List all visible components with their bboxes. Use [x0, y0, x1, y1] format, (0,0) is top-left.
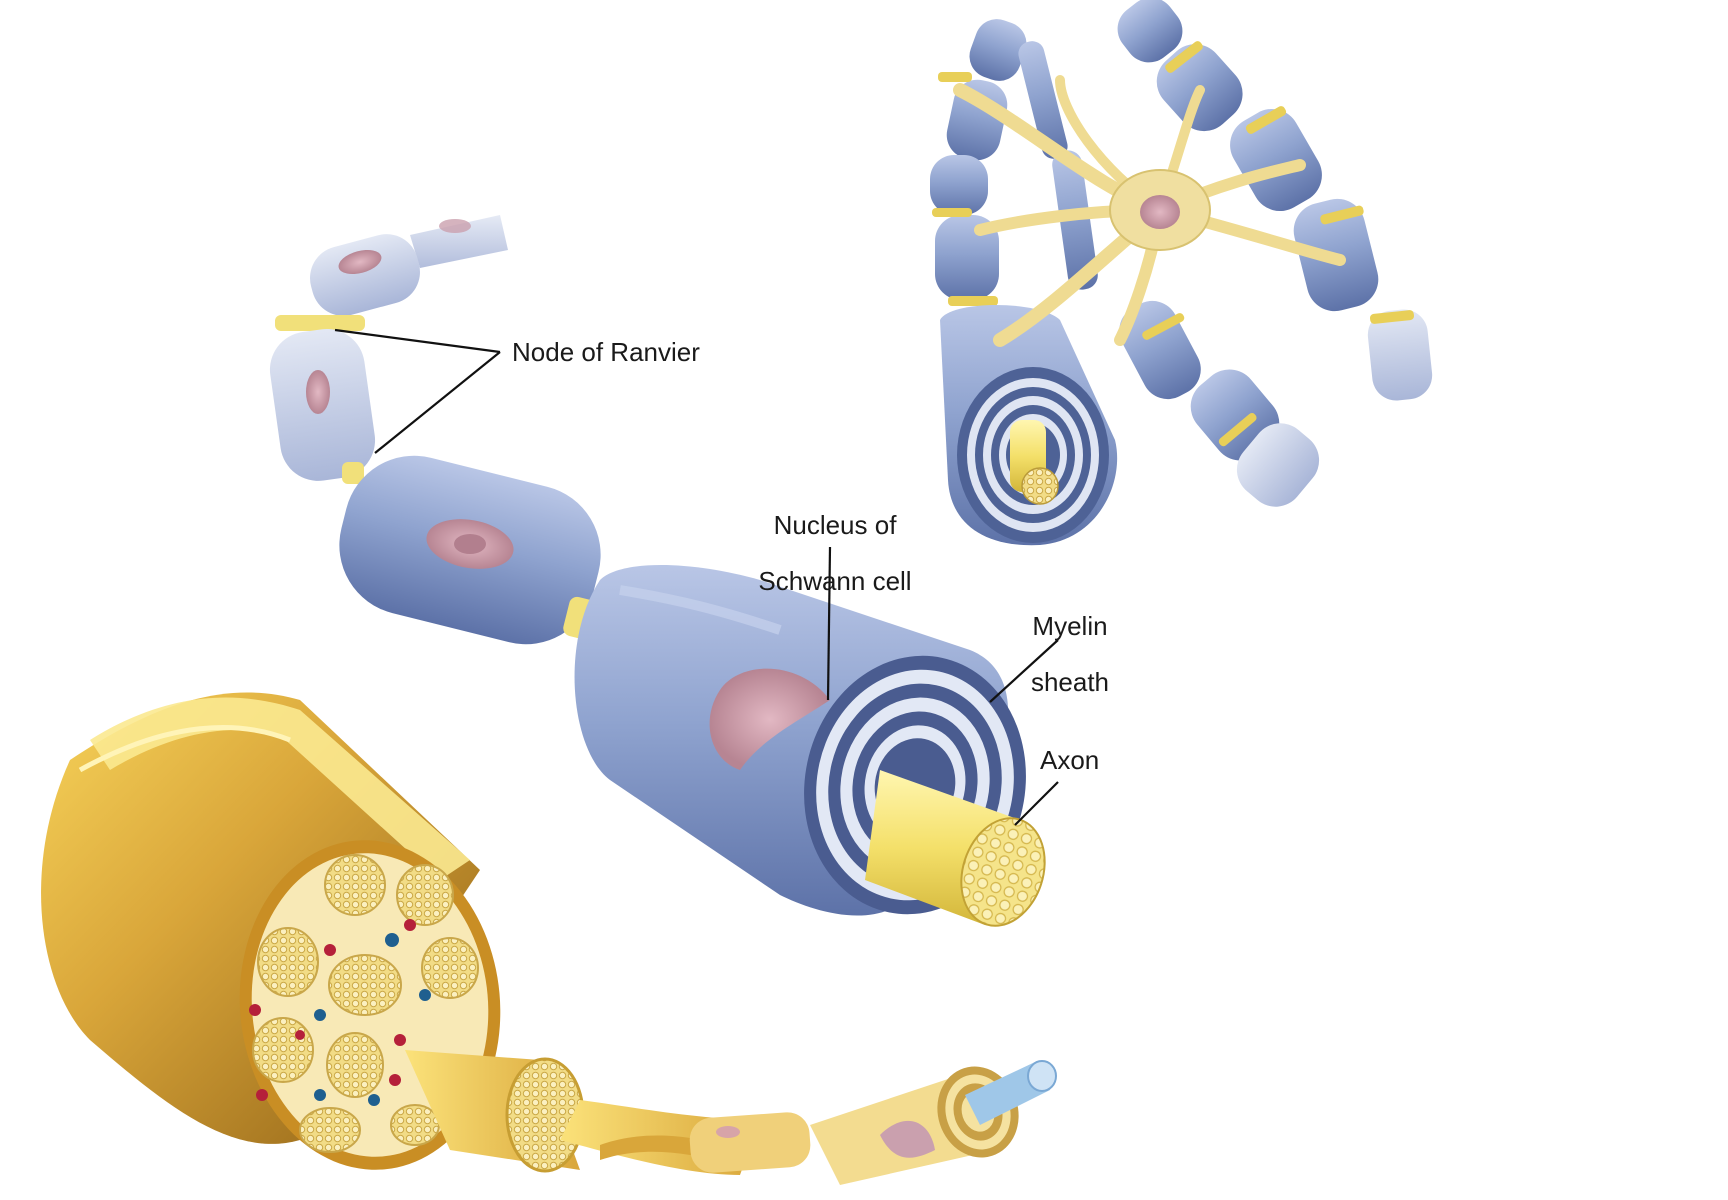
cns-fiber-right [1117, 0, 1433, 401]
blood-vessels [249, 919, 431, 1106]
cns-fiber-middle [1018, 41, 1320, 507]
axon-label: Axon [1040, 745, 1100, 775]
node-of-ranvier-label: Node of Ranvier [512, 337, 700, 367]
extracted-fascicle [405, 1050, 811, 1175]
nucleus-of-schwann-cell-label: Nucleus of Schwann cell [745, 483, 925, 623]
small-myelinated-fiber [810, 1060, 1057, 1185]
peripheral-nerve-bundle [41, 692, 1057, 1185]
oligodendrocyte-group [930, 0, 1433, 546]
myelin-label-line1: Myelin [1032, 611, 1108, 641]
myelin-label-line2: sheath [1030, 667, 1110, 697]
nucleus-label-line2: Schwann cell [758, 566, 912, 596]
cns-fiber-left [930, 19, 1027, 306]
nucleus-label-line1: Nucleus of [773, 510, 897, 540]
axon-core [865, 770, 1046, 927]
schwann-nucleus-cutaway [709, 668, 830, 770]
cns-fiber-cross-section [940, 305, 1118, 546]
myelinated-axon [269, 215, 1046, 927]
myelin-sheath-label: Myelin sheath [1010, 584, 1130, 724]
leader-lines [334, 328, 1059, 826]
oligodendrocyte-nucleus [1140, 195, 1180, 229]
